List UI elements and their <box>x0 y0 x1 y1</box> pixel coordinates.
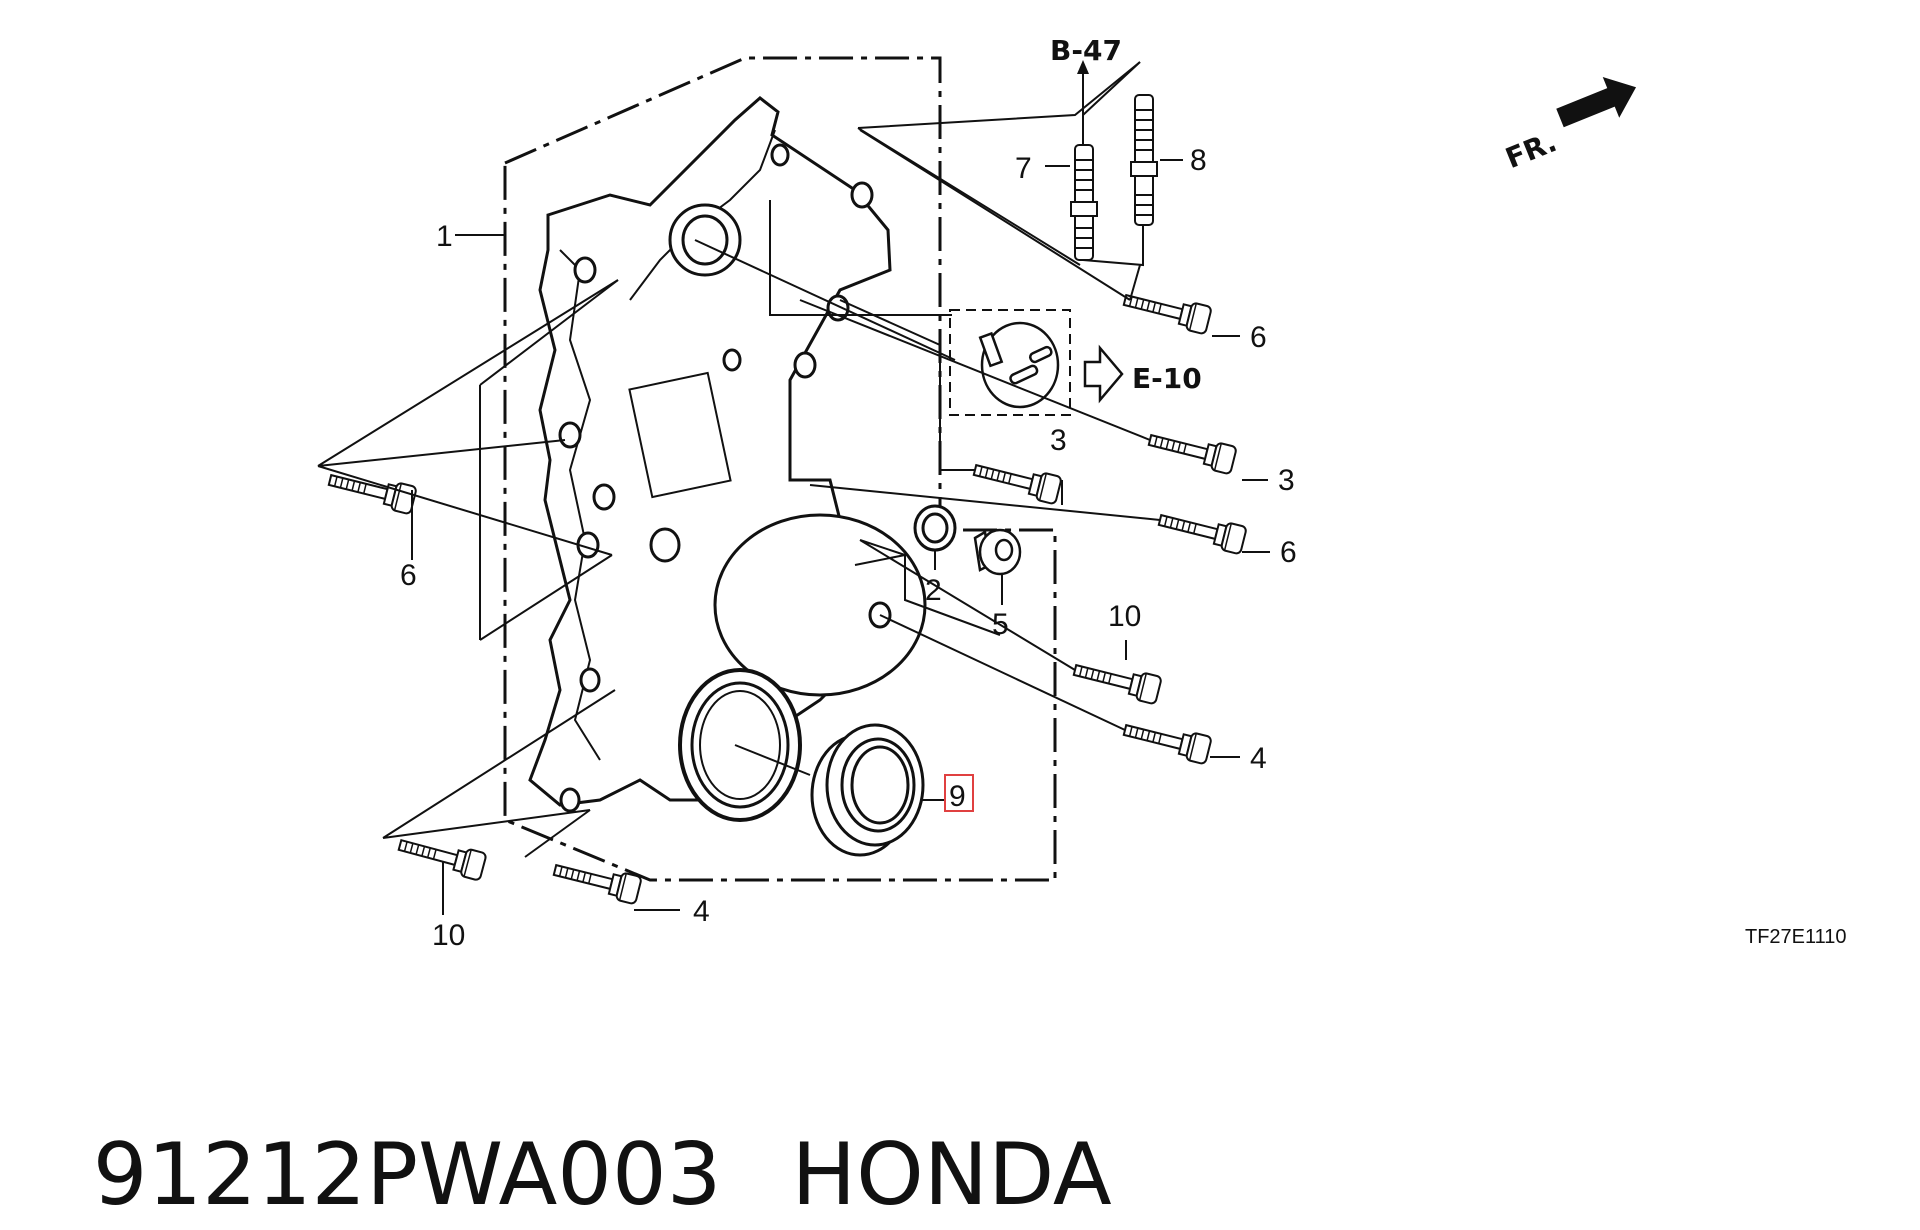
callout-4-right: 4 <box>1250 742 1267 775</box>
ref-e10: E-10 <box>1132 362 1202 395</box>
ref-b47: B-47 <box>1050 34 1122 67</box>
front-direction-label: FR. <box>1501 125 1561 175</box>
front-direction-arrow <box>1556 76 1637 128</box>
plug-5 <box>973 528 1022 576</box>
callout-1: 1 <box>436 220 453 253</box>
callout-9-highlight <box>944 774 974 812</box>
diagram-reference-code: TF27E1110 <box>1745 926 1847 948</box>
assembly-frame <box>503 56 1057 882</box>
callout-3-center: 3 <box>1050 424 1067 457</box>
callout-9: 9 <box>949 780 966 813</box>
callout-7: 7 <box>1015 152 1032 185</box>
callout-6-right: 6 <box>1280 536 1297 569</box>
bolt-10-right <box>1070 655 1163 706</box>
bolt-3-center <box>970 455 1063 506</box>
part-caption: 91212PWA003 HONDA <box>38 1010 1838 1225</box>
callout-10-bottom-left: 10 <box>432 919 465 952</box>
oil-seal <box>810 723 925 857</box>
washer-2 <box>913 504 957 552</box>
brand-name: HONDA <box>791 1125 1112 1225</box>
bolt-6-top <box>1120 285 1213 336</box>
e10-ref-arrow <box>1083 344 1124 404</box>
callout-8: 8 <box>1190 144 1207 177</box>
callout-6-left: 6 <box>400 559 417 592</box>
parts-diagram: 1 6 10 4 7 8 6 3 3 6 2 5 10 4 9 B-47 E-1… <box>317 34 1847 952</box>
bolt-10-bottom-left <box>395 830 488 882</box>
callout-10-right: 10 <box>1108 600 1141 633</box>
stud-bolt-8 <box>1130 94 1158 226</box>
callout-3-right: 3 <box>1278 464 1295 497</box>
sensor-plug <box>978 321 1060 409</box>
callout-2: 2 <box>925 574 942 607</box>
leader-lines <box>317 61 1270 915</box>
bolt-6-right <box>1155 505 1248 556</box>
callout-6-top: 6 <box>1250 321 1267 354</box>
chain-case-cover <box>528 96 927 822</box>
callout-4-bottom: 4 <box>693 895 710 928</box>
bolt-4-right <box>1120 715 1213 766</box>
callout-5: 5 <box>992 608 1009 641</box>
bolt-3-right <box>1145 425 1238 476</box>
bolt-4-bottom <box>550 855 643 906</box>
part-number: 91212PWA003 <box>92 1125 722 1225</box>
stud-bolt-7 <box>1070 144 1098 261</box>
